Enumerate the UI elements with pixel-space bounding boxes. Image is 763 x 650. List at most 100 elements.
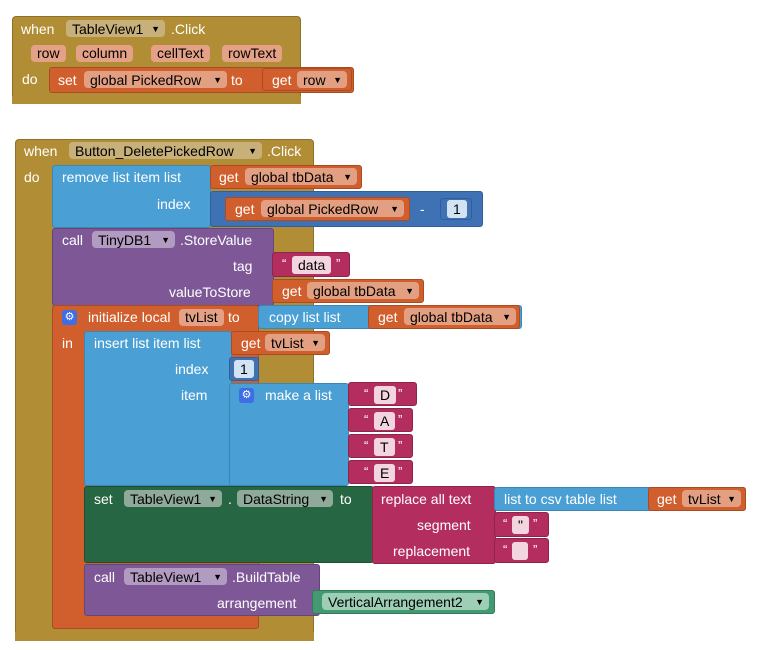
item-label: item [181, 387, 208, 403]
chevron-down-icon: ▼ [161, 235, 170, 245]
get-keyword: get [657, 491, 677, 507]
component-dropdown-button-delete[interactable]: Button_DeletePickedRow▼ [69, 142, 262, 159]
close-quote-icon: ” [533, 542, 538, 557]
close-quote-icon: ” [398, 412, 403, 427]
call-keyword: call [62, 232, 84, 248]
dot-separator: . [228, 491, 232, 507]
get-keyword: get [282, 283, 302, 299]
value-to-store-label: valueToStore [169, 284, 251, 300]
text-field-e[interactable]: E [374, 464, 396, 482]
event-name: .Click [171, 21, 206, 37]
segment-text-field[interactable]: " [512, 516, 529, 534]
to-keyword: to [231, 72, 243, 88]
insert-list-item-label: insert list item list [94, 335, 201, 351]
replace-all-text-label: replace all text [381, 491, 472, 507]
component-dropdown-tableview1[interactable]: TableView1▼ [66, 20, 165, 37]
remove-list-item-label: remove list item list [62, 169, 182, 185]
chevron-down-icon: ▼ [405, 286, 414, 296]
chevron-down-icon: ▼ [311, 338, 320, 348]
event-name-2: .Click [267, 143, 302, 159]
component-dropdown-vertical-arrangement[interactable]: VerticalArrangement2▼ [322, 593, 489, 610]
component-dropdown-tinydb1[interactable]: TinyDB1▼ [92, 231, 175, 248]
variable-dropdown-tvlist[interactable]: tvList▼ [265, 334, 325, 351]
variable-dropdown-picked-row-2[interactable]: global PickedRow▼ [261, 200, 404, 217]
get-keyword: get [241, 335, 261, 351]
close-quote-icon: ” [533, 516, 538, 531]
set-keyword: set [58, 72, 77, 88]
param-column[interactable]: column [76, 45, 134, 62]
index-number-field[interactable]: 1 [234, 360, 254, 378]
minus-operator: - [420, 201, 425, 217]
chevron-down-icon: ▼ [248, 146, 257, 156]
param-rowtext[interactable]: rowText [222, 45, 283, 62]
text-field-d[interactable]: D [374, 386, 397, 404]
do-keyword: do [22, 71, 38, 87]
replacement-label: replacement [393, 543, 471, 559]
to-keyword: to [228, 309, 240, 325]
when-keyword: when [21, 21, 55, 37]
chevron-down-icon: ▼ [343, 172, 352, 182]
insert-list-item-block[interactable] [84, 331, 232, 486]
local-var-name-field[interactable]: tvList [179, 309, 224, 326]
variable-dropdown-row[interactable]: row▼ [297, 71, 347, 88]
close-quote-icon: ” [336, 256, 341, 271]
to-keyword: to [340, 491, 352, 507]
open-quote-icon: “ [503, 542, 508, 557]
param-celltext[interactable]: cellText [151, 45, 210, 62]
open-quote-icon: “ [364, 412, 369, 427]
replacement-text-field[interactable] [512, 542, 528, 560]
property-dropdown-datastring[interactable]: DataString▼ [237, 490, 333, 507]
index-label: index [157, 196, 191, 212]
open-quote-icon: “ [503, 516, 508, 531]
copy-list-label: copy list list [269, 309, 341, 325]
in-keyword: in [62, 335, 73, 351]
chevron-down-icon: ▼ [333, 75, 342, 85]
index-label-2: index [175, 361, 209, 377]
number-value-field[interactable]: 1 [447, 200, 467, 218]
chevron-down-icon: ▼ [213, 572, 222, 582]
gear-icon[interactable]: ⚙ [62, 310, 77, 325]
variable-dropdown-tvlist-2[interactable]: tvList▼ [682, 490, 741, 507]
variable-dropdown-tbdata[interactable]: global tbData▼ [245, 168, 357, 185]
set-keyword: set [94, 491, 113, 507]
variable-dropdown-tbdata-2[interactable]: global tbData▼ [307, 282, 419, 299]
do-keyword-2: do [24, 169, 40, 185]
remove-list-item-block[interactable] [52, 165, 211, 228]
method-buildtable: .BuildTable [232, 569, 301, 585]
open-quote-icon: “ [364, 438, 369, 453]
chevron-down-icon: ▼ [390, 204, 399, 214]
text-field-t[interactable]: T [374, 438, 395, 456]
method-storevalue: .StoreValue [180, 232, 253, 248]
chevron-down-icon: ▼ [319, 494, 328, 504]
component-dropdown-tableview1-2[interactable]: TableView1▼ [124, 490, 222, 507]
close-quote-icon: ” [398, 386, 403, 401]
close-quote-icon: ” [398, 464, 403, 479]
chevron-down-icon: ▼ [213, 75, 222, 85]
text-data-field[interactable]: data [292, 256, 332, 274]
get-keyword: get [235, 201, 255, 217]
tag-label: tag [233, 258, 253, 274]
get-keyword: get [272, 72, 292, 88]
chevron-down-icon: ▼ [475, 597, 484, 607]
gear-icon[interactable]: ⚙ [239, 388, 254, 403]
make-a-list-label: make a list [265, 387, 332, 403]
open-quote-icon: “ [282, 256, 287, 271]
component-dropdown-tableview1-3[interactable]: TableView1▼ [124, 568, 227, 585]
list-to-csv-label: list to csv table list [504, 491, 617, 507]
when-keyword-2: when [24, 143, 58, 159]
get-keyword: get [378, 309, 398, 325]
open-quote-icon: “ [364, 464, 369, 479]
text-field-a[interactable]: A [374, 412, 396, 430]
variable-dropdown-picked-row[interactable]: global PickedRow▼ [84, 71, 227, 88]
param-row[interactable]: row [31, 45, 66, 62]
close-quote-icon: ” [398, 438, 403, 453]
arrangement-label: arrangement [217, 595, 297, 611]
chevron-down-icon: ▼ [151, 24, 160, 34]
segment-label: segment [417, 517, 471, 533]
call-keyword: call [94, 569, 116, 585]
open-quote-icon: “ [364, 386, 369, 401]
chevron-down-icon: ▼ [727, 494, 736, 504]
variable-dropdown-tbdata-3[interactable]: global tbData▼ [404, 308, 516, 325]
initialize-local-label: initialize local [88, 309, 171, 325]
chevron-down-icon: ▼ [208, 494, 217, 504]
